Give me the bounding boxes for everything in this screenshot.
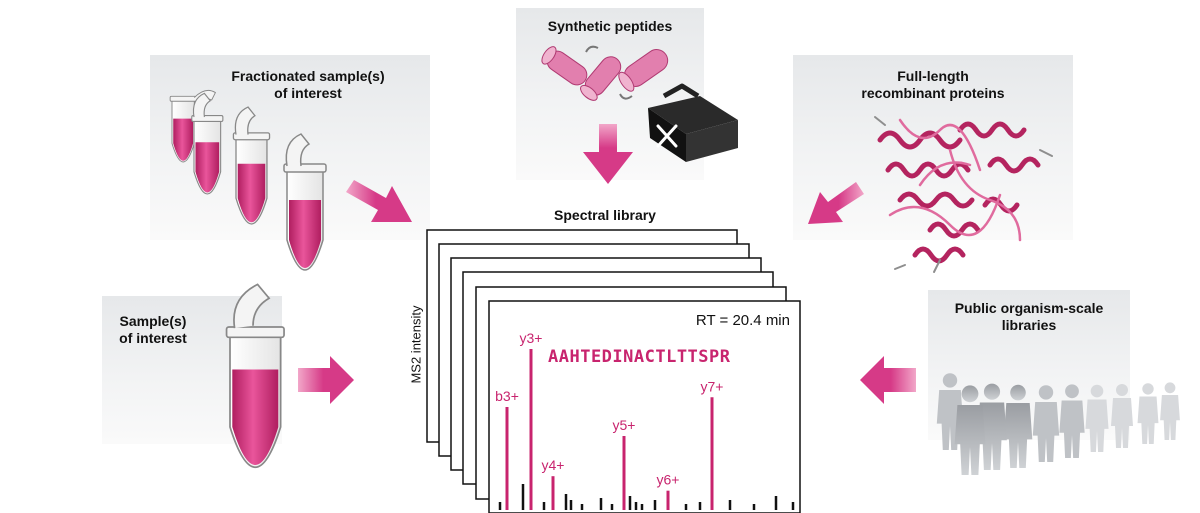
fractionated-label: Fractionated sample(s) of interest bbox=[231, 68, 385, 101]
people-crowd-icon bbox=[936, 373, 1180, 475]
synthetic-label: Synthetic peptides bbox=[547, 18, 673, 34]
peak-b3-label: b3+ bbox=[495, 388, 519, 404]
protein-structure-icon bbox=[874, 116, 1053, 273]
peak-y5-label: y5+ bbox=[613, 417, 636, 433]
peptide-helices-icon bbox=[541, 45, 669, 101]
arrow-fractionated-icon bbox=[346, 180, 412, 222]
y-axis-label: MS2 intensity bbox=[408, 305, 424, 384]
sample-label: Sample(s) of interest bbox=[119, 313, 187, 346]
public-label: Public organism-scale libraries bbox=[954, 300, 1104, 333]
tube-icon bbox=[283, 133, 327, 271]
arrow-recombinant-icon bbox=[808, 182, 864, 224]
tube-icon bbox=[232, 106, 271, 225]
arrow-sample-icon bbox=[298, 356, 354, 404]
peak-y6-label: y6+ bbox=[657, 472, 680, 488]
arrow-public-icon bbox=[860, 356, 916, 404]
spectrum-card bbox=[488, 300, 801, 513]
peak-y7-label: y7+ bbox=[701, 378, 724, 394]
peptide-sequence: AAHTEDINACTLTTSPR bbox=[548, 347, 731, 367]
toolbox-icon bbox=[648, 83, 738, 162]
fractionated-tubes bbox=[169, 89, 327, 271]
arrow-synthetic-icon bbox=[583, 124, 633, 184]
recombinant-label: Full-length recombinant proteins bbox=[861, 68, 1005, 101]
peak-y4-label: y4+ bbox=[542, 457, 565, 473]
tube-icon bbox=[191, 92, 224, 195]
spectral-library-title: Spectral library bbox=[554, 207, 656, 223]
spectrum-plot: b3+ y3+ y4+ y5+ y6+ y7+ bbox=[495, 330, 795, 510]
retention-time-label: RT = 20.4 min bbox=[695, 312, 790, 329]
peak-y3-label: y3+ bbox=[520, 330, 543, 346]
sample-tube-icon bbox=[225, 283, 285, 469]
